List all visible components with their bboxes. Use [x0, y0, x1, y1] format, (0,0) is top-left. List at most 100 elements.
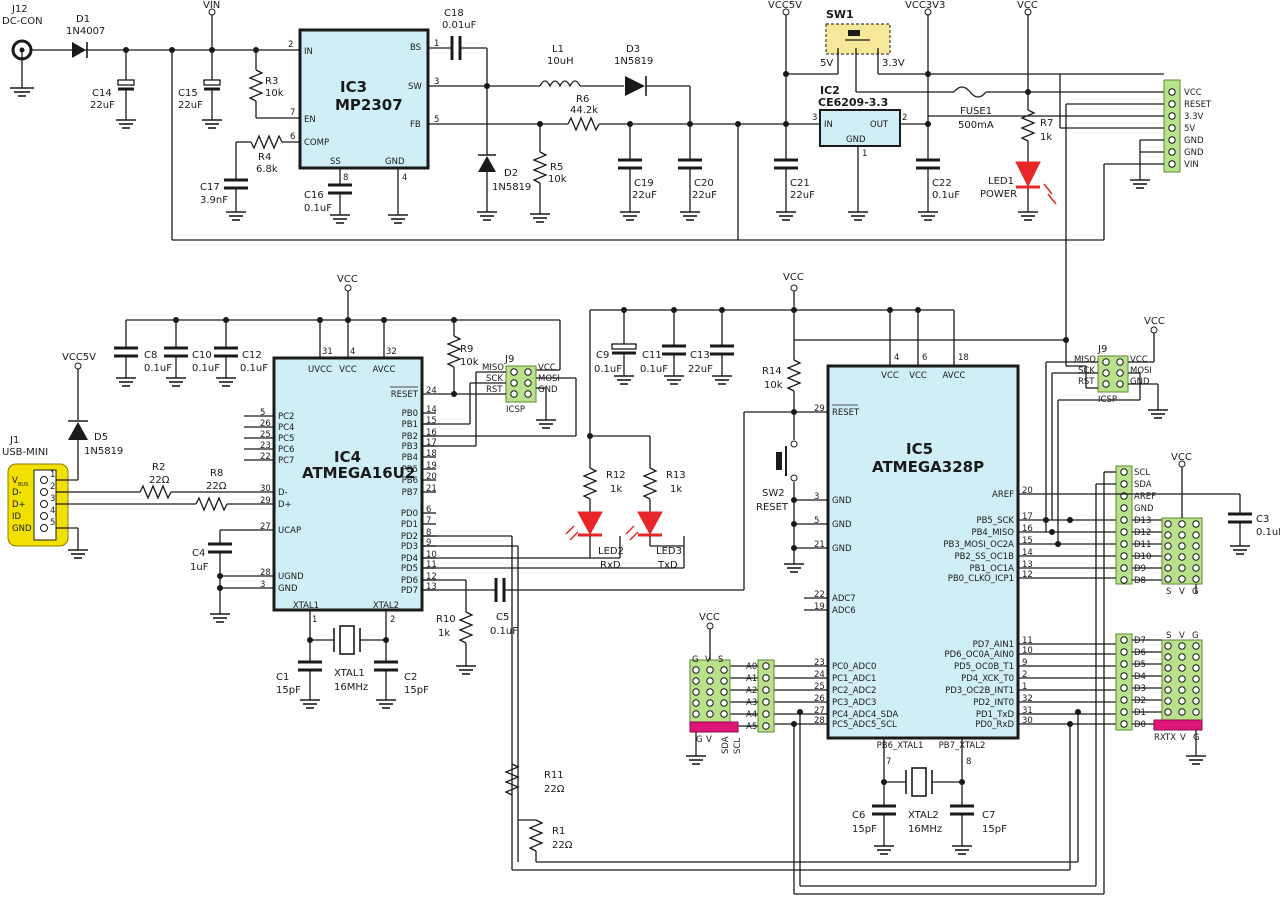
j12-value: DC-CON — [2, 16, 43, 27]
xtal1-crystal-icon — [339, 625, 355, 655]
analog-header-pin — [762, 722, 770, 730]
c13-ref: C13 — [690, 350, 710, 361]
ic4-pin-num: 32 — [386, 347, 397, 357]
i2c-header-label-8: D9 — [1134, 564, 1146, 574]
usb-pin — [40, 476, 48, 484]
ic4-pin-num: 10 — [426, 550, 437, 560]
svg-pin — [1178, 642, 1186, 650]
i2c-header-pin — [1120, 576, 1128, 584]
digital-header-label-0: D7 — [1134, 636, 1146, 646]
xtal2-value: 16MHz — [908, 824, 942, 835]
sw1-switch[interactable] — [825, 23, 891, 55]
power-header-pin — [1168, 124, 1176, 132]
ic5-pin-num: 17 — [1022, 512, 1033, 522]
r7-value: 1k — [1040, 132, 1052, 143]
usb-pin-label-4: GND — [12, 524, 32, 534]
led1-value: POWER — [980, 189, 1017, 200]
i2c-header-label-3: GND — [1134, 504, 1154, 514]
gvs-pin — [720, 699, 728, 707]
ic3-num: 1 — [434, 39, 439, 49]
svg-pin — [1164, 531, 1172, 539]
svg-pin — [1192, 564, 1200, 572]
svg-pin — [1164, 542, 1172, 550]
analog-header-label-1: A1 — [746, 674, 757, 684]
r6-ref: R6 — [576, 94, 589, 105]
c10-ref: C10 — [192, 350, 212, 361]
r13-ref: R13 — [666, 470, 686, 481]
ic5-pin-pb5-sck: PB5_SCK — [976, 516, 1014, 526]
ic5-pin-num: 1 — [1022, 682, 1027, 692]
digital-header-pin — [1120, 636, 1128, 644]
vcc5v-rail-label: VCC5V — [768, 0, 802, 11]
icsp-pin — [524, 390, 532, 398]
c18-ref: C18 — [444, 8, 464, 19]
ic4-pin-num: 28 — [260, 568, 271, 578]
digital-header-pin — [1120, 720, 1128, 728]
r5-value: 10k — [548, 174, 567, 185]
col-label: TX — [1164, 733, 1176, 743]
c17-ref: C17 — [200, 182, 220, 193]
sw2-value: RESET — [756, 502, 789, 513]
ic4-pin-pc2: PC2 — [278, 412, 294, 422]
ic5-chip — [826, 364, 1020, 740]
ic4-pin-gnd: GND — [278, 584, 298, 594]
gvs-pin — [692, 677, 700, 685]
col-label: V — [1179, 587, 1185, 597]
sw2-ref: SW2 — [762, 488, 785, 499]
digital-header-pin — [1120, 648, 1128, 656]
svg-pin — [1192, 575, 1200, 583]
digital-header-pin — [1120, 672, 1128, 680]
ic4-pin-num: 13 — [426, 582, 437, 592]
gvs-pin — [692, 699, 700, 707]
ic2-num: 1 — [862, 149, 867, 159]
i2c-header-label-4: D13 — [1134, 516, 1151, 526]
ic3-num: 7 — [290, 108, 295, 118]
c9-value: 0.1uF — [594, 364, 622, 375]
sw2-reset-button-icon[interactable] — [776, 452, 782, 470]
analog-header-pin — [762, 710, 770, 718]
icsp-ic5-ref: J9 — [1097, 344, 1107, 355]
ic5-pin-pd7-ain1: PD7_AIN1 — [973, 640, 1014, 650]
gvs-pin — [706, 710, 714, 718]
ic4-pin-num: 16 — [426, 428, 437, 438]
r1-value: 22Ω — [552, 840, 573, 851]
svg-pin — [1178, 664, 1186, 672]
ic5-pin-num: 21 — [814, 540, 825, 550]
ic4-pin-uvcc: UVCC — [308, 365, 332, 375]
ic5-pin-pd5-oc0b-t1: PD5_OC0B_T1 — [954, 662, 1014, 672]
d3-ref: D3 — [626, 44, 640, 55]
ic5-ref: IC5 — [906, 440, 933, 458]
ic5-pin-num: 4 — [894, 353, 899, 363]
ic5-pin-pd6-oc0a-ain0: PD6_OC0A_AIN0 — [944, 650, 1014, 660]
digital-header-label-1: D6 — [1134, 648, 1146, 658]
led2-rxd-icon — [577, 511, 603, 536]
analog-header-pin — [762, 686, 770, 694]
ic5-pin-pb4-miso: PB4_MISO — [971, 528, 1014, 538]
ic4-pin-num: 26 — [260, 419, 271, 429]
ic5-pin-pd2-int0: PD2_INT0 — [973, 698, 1014, 708]
fuse1-value: 500mA — [958, 120, 994, 131]
led3-txd-icon — [637, 511, 663, 536]
power-header-label-6: VIN — [1184, 160, 1199, 170]
ic3-num: 6 — [290, 132, 295, 142]
r4-value: 6.8k — [256, 164, 278, 175]
col-label: RX — [1154, 733, 1166, 743]
digital-header-pin — [1120, 660, 1128, 668]
ic4-pin-pb1: PB1 — [402, 420, 418, 430]
ic4-pin-pc5: PC5 — [278, 434, 294, 444]
c22-value: 0.1uF — [932, 190, 960, 201]
svg-pin — [1178, 575, 1186, 583]
ic4-pin-num: 24 — [426, 386, 437, 396]
svg-pin — [1164, 575, 1172, 583]
c17-value: 3.9nF — [200, 195, 228, 206]
usb-section: VCC C8 0.1uF C10 0.1u — [2, 274, 1078, 871]
c19-ref: C19 — [634, 178, 654, 189]
r5-ref: R5 — [550, 162, 563, 173]
usb-vbus-sub: BUS — [18, 482, 28, 488]
i2c-header-label-5: D12 — [1134, 528, 1151, 538]
svg-pin — [1178, 686, 1186, 694]
ic4-pin-xtal2: XTAL2 — [373, 601, 399, 611]
ic3-ref: IC3 — [340, 78, 367, 96]
svg-pin — [1178, 708, 1186, 716]
